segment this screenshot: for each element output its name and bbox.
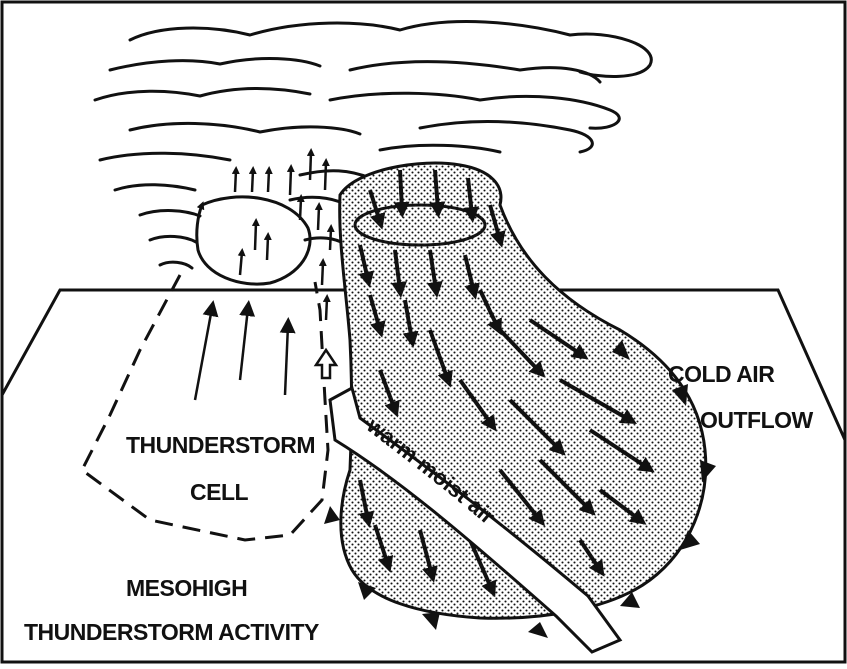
thunderstorm-cell-label-1: THUNDERSTORM (126, 432, 315, 458)
mesohigh-label-1: MESOHIGH (126, 575, 247, 601)
thunderstorm-cell-label-2: CELL (190, 479, 249, 505)
cold-air-label-1: COLD AIR (668, 361, 775, 387)
mesohigh-label-2: THUNDERSTORM ACTIVITY (24, 619, 319, 645)
cold-air-label-2: OUTFLOW (700, 407, 814, 433)
